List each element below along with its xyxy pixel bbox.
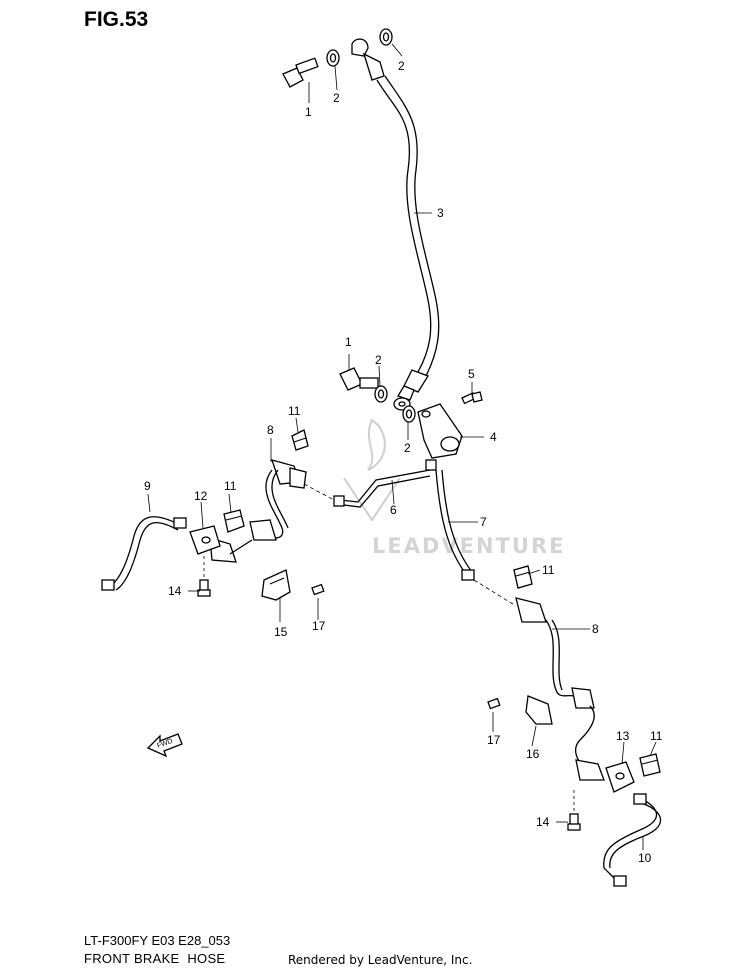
figure-name: FRONT BRAKE HOSE <box>84 951 226 966</box>
figure-title: FIG.53 <box>84 8 149 31</box>
callout-11-right-upper: 11 <box>542 563 555 577</box>
brake-hose-left[interactable] <box>209 459 307 563</box>
model-code: LT-F300FY E03 E28_053 <box>84 933 231 948</box>
brake-pipe-left[interactable] <box>333 459 437 508</box>
brake-pipe-front-right[interactable] <box>603 793 662 887</box>
callout-6: 6 <box>390 503 397 517</box>
callout-5: 5 <box>468 367 475 381</box>
hose-clamp-bracket-right[interactable] <box>525 695 553 725</box>
callout-11-right-lower: 11 <box>650 729 663 743</box>
callout-12: 12 <box>194 489 208 503</box>
clamp-left-upper[interactable] <box>291 429 309 451</box>
callout-8-left: 8 <box>267 423 274 437</box>
brake-hose-upper[interactable] <box>351 38 440 411</box>
hose-clamp-bracket-left[interactable] <box>261 569 291 601</box>
callout-2-top-left: 2 <box>333 91 340 105</box>
clamp-bolt-right[interactable] <box>487 697 501 710</box>
brake-pipe-front-left[interactable] <box>101 516 187 591</box>
union-bolt-top[interactable] <box>282 57 319 88</box>
callout-3: 3 <box>437 206 444 220</box>
callout-2-top-right: 2 <box>398 59 405 73</box>
callout-7: 7 <box>480 515 487 529</box>
callout-10: 10 <box>638 851 652 865</box>
callout-2-lower-left: 2 <box>375 353 382 367</box>
washer-lower-left[interactable] <box>374 385 388 403</box>
washer-top-left[interactable] <box>326 49 340 67</box>
watermark-text: LEADVENTURE <box>372 534 565 558</box>
washer-lower-right[interactable] <box>402 405 416 423</box>
callout-16: 16 <box>526 747 540 761</box>
clamp-bolt-left[interactable] <box>311 583 325 596</box>
callout-15: 15 <box>274 625 288 639</box>
callout-11-left-upper: 11 <box>288 404 301 418</box>
callout-11-left-lower: 11 <box>224 479 237 493</box>
callout-9: 9 <box>144 479 151 493</box>
watermark: LEADVENTURE <box>343 418 565 558</box>
render-credit: Rendered by LeadVenture, Inc. <box>288 953 473 967</box>
brake-hose-joint[interactable] <box>417 403 463 459</box>
washer-top-right[interactable] <box>379 28 393 46</box>
clamp-right-upper[interactable] <box>513 565 533 589</box>
callout-1-lower: 1 <box>345 335 352 349</box>
callout-4: 4 <box>490 430 497 444</box>
callout-17-right: 17 <box>487 733 501 747</box>
callout-14-left: 14 <box>168 584 182 598</box>
callout-leaders <box>147 43 657 850</box>
callout-8-right: 8 <box>592 622 599 636</box>
brake-hose-right[interactable] <box>515 597 605 781</box>
callout-13: 13 <box>616 729 630 743</box>
callout-1-top: 1 <box>305 105 312 119</box>
union-bolt-lower[interactable] <box>339 367 379 391</box>
callout-14-right: 14 <box>536 815 550 829</box>
forward-direction-marker: FWD <box>146 733 183 758</box>
bracket-bolt-left[interactable] <box>197 579 211 597</box>
callout-labels: 1 2 2 3 1 2 2 4 5 11 8 6 7 9 12 11 14 15… <box>144 59 663 865</box>
joint-bolt[interactable] <box>461 391 483 405</box>
bracket-left[interactable] <box>189 525 221 555</box>
callout-17-left: 17 <box>312 619 326 633</box>
callout-2-lower-right: 2 <box>404 441 411 455</box>
clamp-right-lower[interactable] <box>639 753 661 777</box>
bracket-bolt-right[interactable] <box>567 813 581 831</box>
bracket-right[interactable] <box>605 761 635 793</box>
brake-pipe-right[interactable] <box>435 469 475 581</box>
clamp-left-lower[interactable] <box>223 509 245 533</box>
